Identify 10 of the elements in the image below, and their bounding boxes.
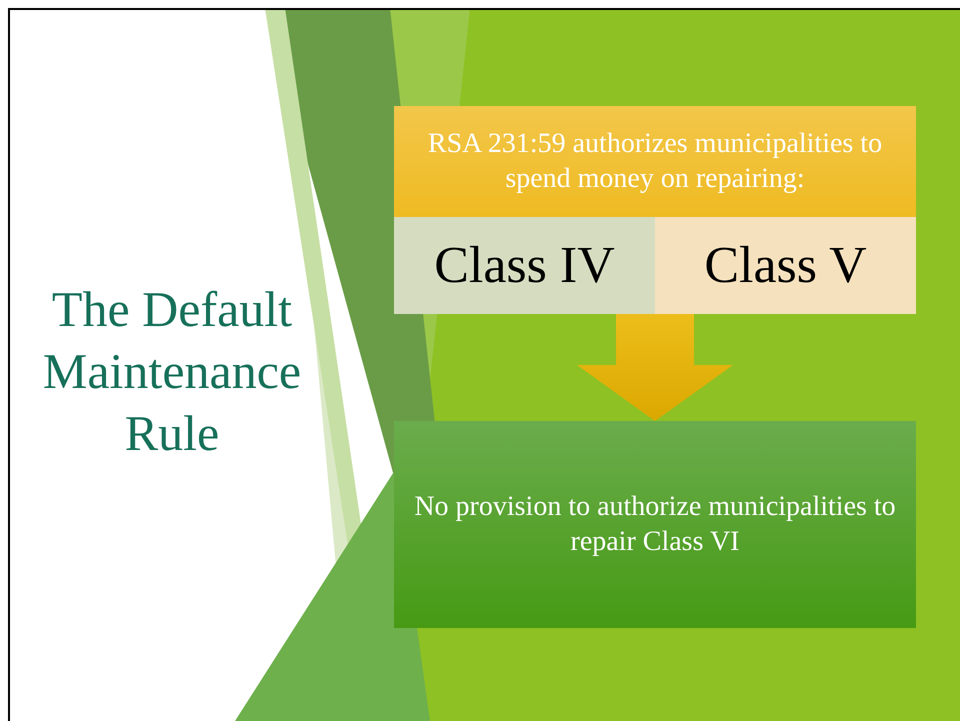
box-text: RSA 231:59 authorizes municipalities to spend money on repairing: — [426, 127, 884, 196]
box-text: Class V — [704, 236, 867, 296]
process-box — [655, 217, 916, 314]
box-text: Class IV — [434, 236, 615, 296]
slide-title: The Default Maintenance Rule — [42, 280, 302, 463]
process-box — [394, 217, 655, 314]
block-arrow — [577, 314, 733, 421]
process-box — [394, 106, 916, 217]
process-box — [394, 421, 916, 628]
box-text: No provision to authorize municipalities to repair Class VI — [413, 490, 897, 558]
